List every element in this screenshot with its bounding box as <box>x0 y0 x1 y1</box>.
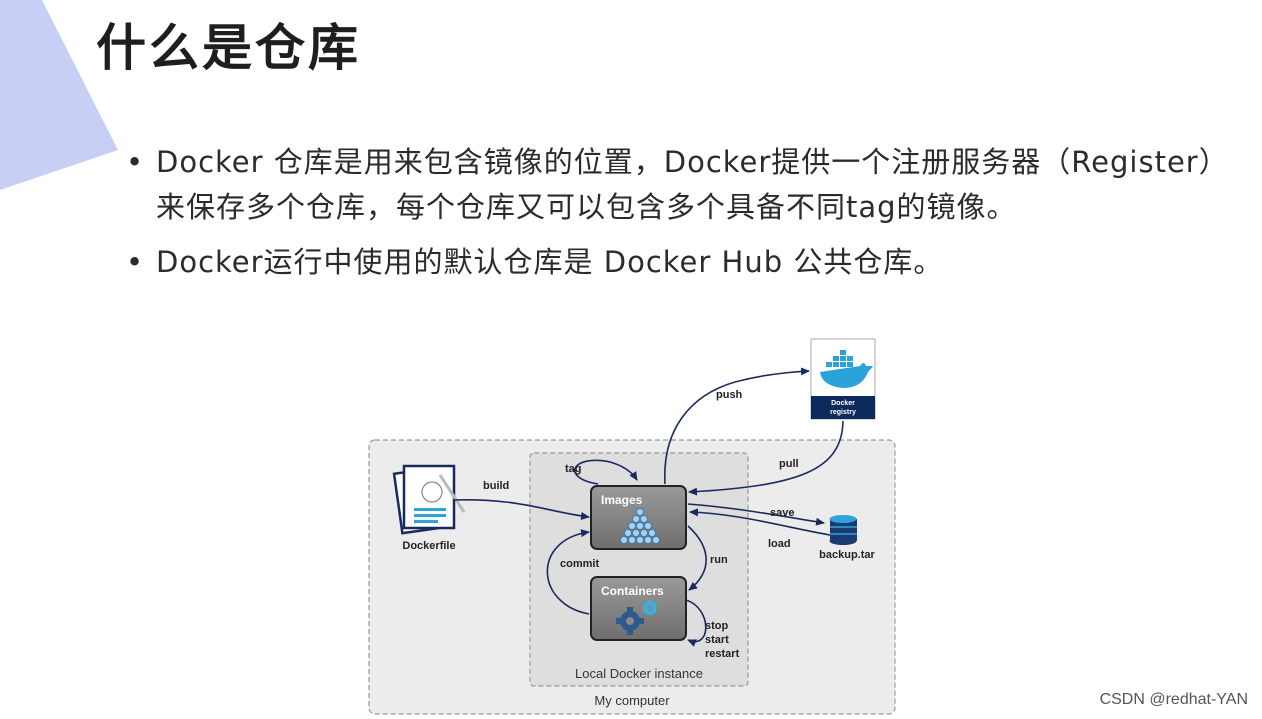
build-arrow <box>453 499 590 521</box>
gear-icon <box>616 601 657 635</box>
document-icon <box>392 464 466 535</box>
images-label: Images <box>601 493 643 507</box>
edge-label-stop: stop <box>705 620 729 632</box>
registry-label-line1: Docker <box>831 400 855 407</box>
edge-label-start: start <box>705 634 729 646</box>
save-arrow <box>687 503 825 526</box>
docker-whale-icon <box>820 350 873 388</box>
edge-label-restart: restart <box>705 648 740 660</box>
images-node: Images <box>590 485 687 550</box>
bullet-item: • Docker运行中使用的默认仓库是 Docker Hub 公共仓库。 <box>126 240 1256 285</box>
edge-label-load: load <box>768 538 791 550</box>
dockerfile-label: Dockerfile <box>402 540 455 552</box>
load-arrow <box>689 508 831 536</box>
push-arrow <box>664 367 810 485</box>
database-icon <box>829 515 857 545</box>
edge-label-tag: tag <box>565 463 582 475</box>
commit-arrow <box>546 529 590 615</box>
tag-arrow <box>574 459 638 485</box>
bullet-list: • Docker 仓库是用来包含镜像的位置，Docker提供一个注册服务器（Re… <box>126 140 1256 285</box>
edge-label-save: save <box>770 507 794 519</box>
backup-tar-label: backup.tar <box>819 549 875 561</box>
docker-registry-node: Docker registry <box>810 338 876 420</box>
stop-start-restart-arrow <box>685 599 707 647</box>
containers-label: Containers <box>601 584 664 598</box>
watermark: CSDN @redhat-YAN <box>1099 691 1248 708</box>
registry-label-line2: registry <box>830 409 856 416</box>
bullet-text: Docker 仓库是用来包含镜像的位置，Docker提供一个注册服务器（Regi… <box>156 145 1229 224</box>
containers-node: Containers <box>590 576 687 641</box>
edge-label-commit: commit <box>560 558 599 570</box>
local-docker-instance-label: Local Docker instance <box>575 666 703 681</box>
bullet-item: • Docker 仓库是用来包含镜像的位置，Docker提供一个注册服务器（Re… <box>126 140 1256 230</box>
bullet-text: Docker运行中使用的默认仓库是 Docker Hub 公共仓库。 <box>156 245 944 279</box>
edge-label-pull: pull <box>779 458 799 470</box>
run-arrow <box>687 525 707 591</box>
my-computer-label: My computer <box>594 693 670 708</box>
edge-label-run: run <box>710 554 728 566</box>
slide-title: 什么是仓库 <box>96 19 361 77</box>
edge-label-push: push <box>716 389 743 401</box>
corner-decoration <box>0 0 118 190</box>
backup-tar-node: backup.tar <box>819 515 876 561</box>
edge-label-build: build <box>483 480 509 492</box>
image-layers-icon <box>620 508 660 544</box>
bullet-symbol: • <box>126 245 145 279</box>
dockerfile-node: Dockerfile <box>392 464 466 552</box>
bullet-symbol: • <box>126 145 145 179</box>
pull-arrow <box>688 420 844 496</box>
